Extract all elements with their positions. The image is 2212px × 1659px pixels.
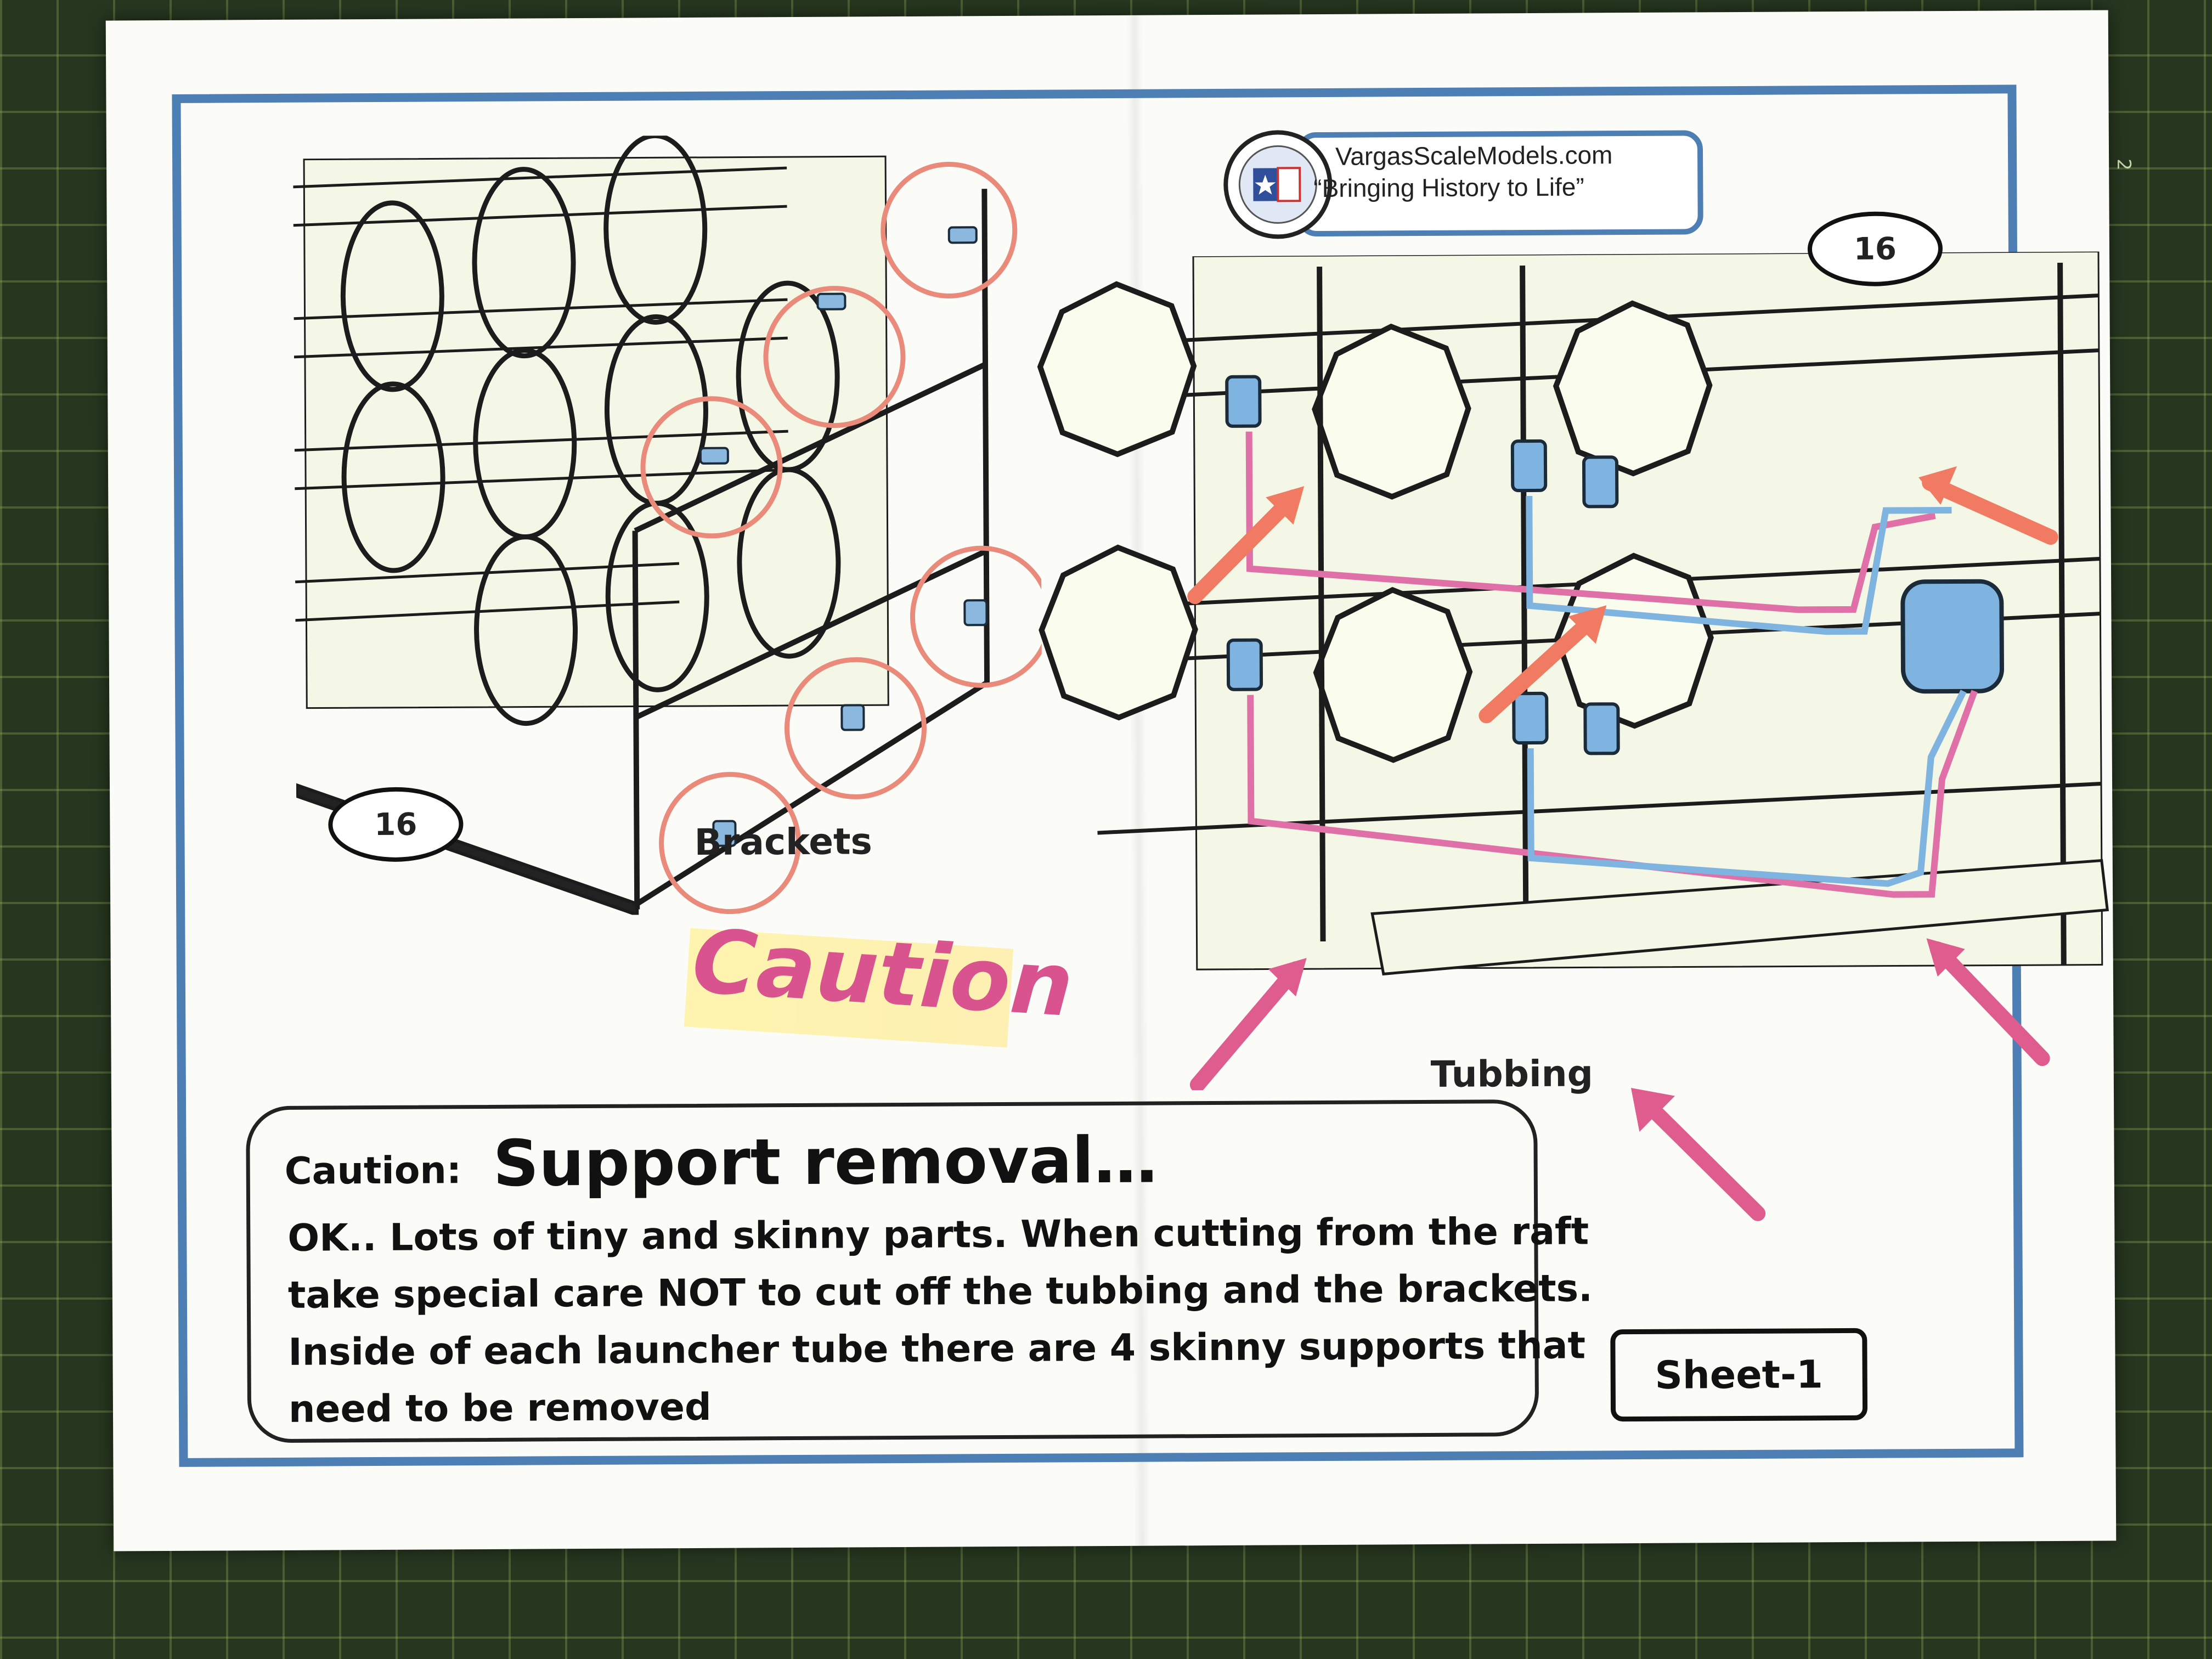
mat-grid-number: 2 (2112, 159, 2135, 171)
step-number-badge: 16 (1807, 211, 1943, 287)
tubbing-callout-label: Tubbing (1430, 1052, 1594, 1096)
logo-site-name: VargasScaleModels.com (1335, 140, 1613, 171)
sheet-number-label: Sheet-1 (1610, 1328, 1868, 1422)
launcher-tubing-illustration (1037, 251, 2109, 1091)
note-line: take special care NOT to cut off the tub… (287, 1267, 1593, 1317)
note-title: Support removal… (493, 1123, 1158, 1201)
instruction-sheet: 16 Brackets VargasScaleModels.com “Bring… (105, 10, 2117, 1551)
note-line: need to be removed (288, 1385, 712, 1431)
vargas-logo (1223, 130, 1703, 239)
note-prefix: Caution: (284, 1149, 462, 1193)
tubing-pointer-arrow (1630, 1088, 1766, 1221)
note-line: Inside of each launcher tube there are 4… (288, 1324, 1586, 1374)
note-body: OK.. Lots of tiny and skinny parts. When… (287, 1204, 1593, 1438)
note-line: OK.. Lots of tiny and skinny parts. When… (287, 1210, 1589, 1260)
step-number-badge: 16 (328, 787, 464, 862)
brackets-callout-label: Brackets (694, 820, 873, 864)
logo-tagline: “Bringing History to Life” (1313, 172, 1584, 203)
